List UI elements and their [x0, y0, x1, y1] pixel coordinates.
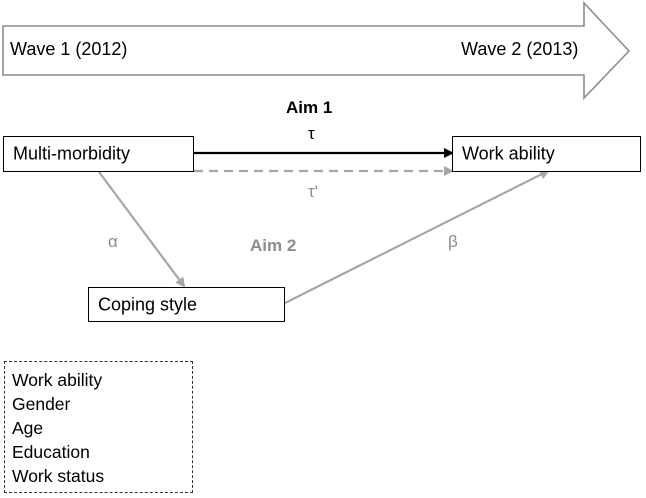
alpha-arrow — [98, 171, 186, 288]
covariate-item: Gender — [12, 394, 71, 414]
covariate-item: Work status — [12, 466, 105, 486]
wave2-label: Wave 2 (2013) — [461, 39, 579, 59]
beta-arrow — [284, 170, 550, 304]
work-ability-label: Work ability — [462, 143, 555, 164]
coping-style-node: Coping style — [88, 287, 285, 322]
covariate-item: Education — [12, 442, 90, 462]
tau-label: τ — [308, 124, 315, 143]
wave1-label: Wave 1 (2012) — [10, 39, 128, 59]
tau-prime-label: τ' — [308, 182, 318, 201]
covariates-box: Work ability Gender Age Education Work s… — [4, 361, 193, 493]
covariate-item: Work ability — [12, 370, 103, 390]
covariate-item: Age — [12, 418, 44, 438]
alpha-label: α — [108, 232, 118, 251]
timeline-arrow — [2, 0, 631, 100]
work-ability-node: Work ability — [452, 136, 641, 172]
coping-style-label: Coping style — [98, 294, 198, 314]
aim1-label: Aim 1 — [286, 98, 333, 117]
multimorbidity-label: Multi-morbidity — [13, 143, 131, 164]
aim2-label: Aim 2 — [250, 236, 297, 255]
multimorbidity-node: Multi-morbidity — [3, 136, 194, 172]
beta-label: β — [448, 232, 458, 251]
